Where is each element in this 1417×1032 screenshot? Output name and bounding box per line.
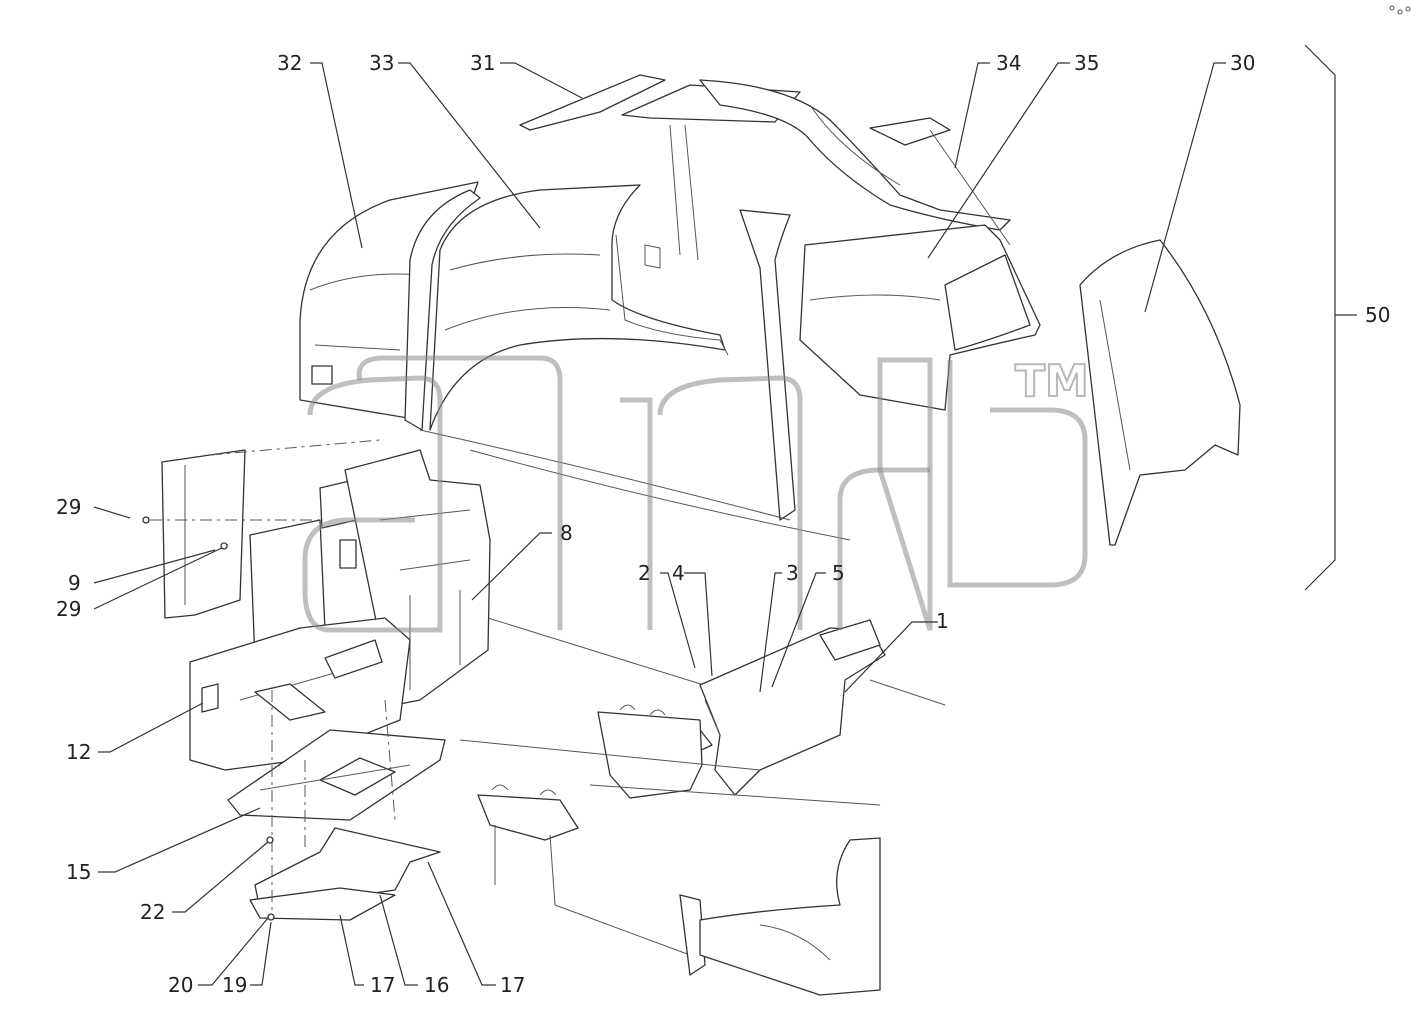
callout-16: 16 [424,973,449,997]
watermark-tm-text: TM [1015,356,1089,407]
callout-32: 32 [277,51,302,75]
corner-mark [1389,5,1411,15]
callout-15: 15 [66,860,91,884]
center-dash-lines [271,690,396,910]
callout-8: 8 [560,521,573,545]
callout-34: 34 [996,51,1021,75]
callout-31: 31 [470,51,495,75]
callout-12: 12 [66,740,91,764]
rear-hood-panel-35 [799,224,1041,411]
callout-1: 1 [936,609,949,633]
callout-30: 30 [1230,51,1255,75]
center-column [615,209,796,521]
callout-3: 3 [786,561,799,585]
hood-center-panel [429,184,726,431]
callout-2: 2 [638,561,651,585]
callout-17-left: 17 [370,973,395,997]
side-shield-30 [1079,239,1241,546]
lower-right-frame [459,679,946,996]
watermark-logo: TM [302,355,1090,633]
callout-35: 35 [1074,51,1099,75]
callout-19: 19 [222,973,247,997]
callout-labels: 32 33 31 34 35 30 50 29 9 29 8 2 4 3 5 1… [56,51,1390,997]
fender-strip-33 [404,189,481,431]
floor-mat-16-17 [249,827,441,921]
leader-lines [93,44,1357,986]
filter-panel [150,439,381,619]
callout-5: 5 [832,561,845,585]
callout-50: 50 [1365,303,1390,327]
callout-33: 33 [369,51,394,75]
callout-20: 20 [168,973,193,997]
side-frame [699,79,1011,246]
callout-29-lower: 29 [56,597,81,621]
floor-plate-15 [227,729,446,821]
callout-22: 22 [140,900,165,924]
callout-4: 4 [672,561,685,585]
lower-bracket [477,784,691,956]
support-bracket [597,704,703,799]
callout-17-right: 17 [500,973,525,997]
callout-29-upper: 29 [56,495,81,519]
callout-9: 9 [68,571,81,595]
